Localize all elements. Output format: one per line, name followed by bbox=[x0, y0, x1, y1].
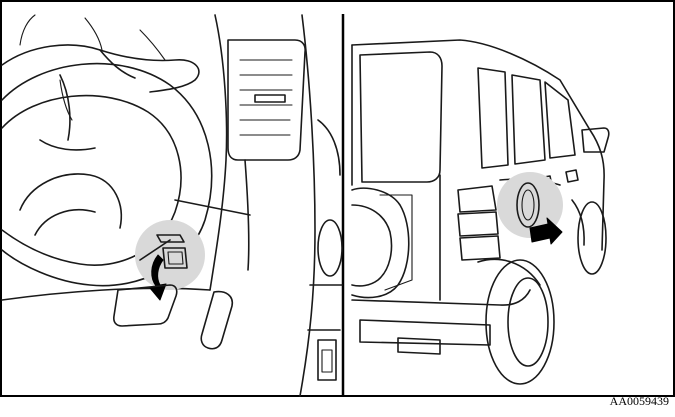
interior-panel bbox=[2, 15, 342, 396]
pedals bbox=[114, 285, 232, 349]
door-handle-front bbox=[566, 170, 578, 182]
dashboard bbox=[2, 15, 342, 396]
rear-wheel bbox=[478, 259, 554, 384]
front-wheel bbox=[572, 200, 606, 274]
figure-reference-code: AA0059439 bbox=[610, 394, 669, 409]
spare-tire bbox=[352, 188, 412, 297]
exterior-panel bbox=[352, 40, 609, 384]
lever-highlight bbox=[135, 220, 205, 290]
driver-hand bbox=[2, 15, 199, 140]
figure-frame bbox=[1, 1, 674, 396]
tail-lights bbox=[458, 186, 500, 260]
